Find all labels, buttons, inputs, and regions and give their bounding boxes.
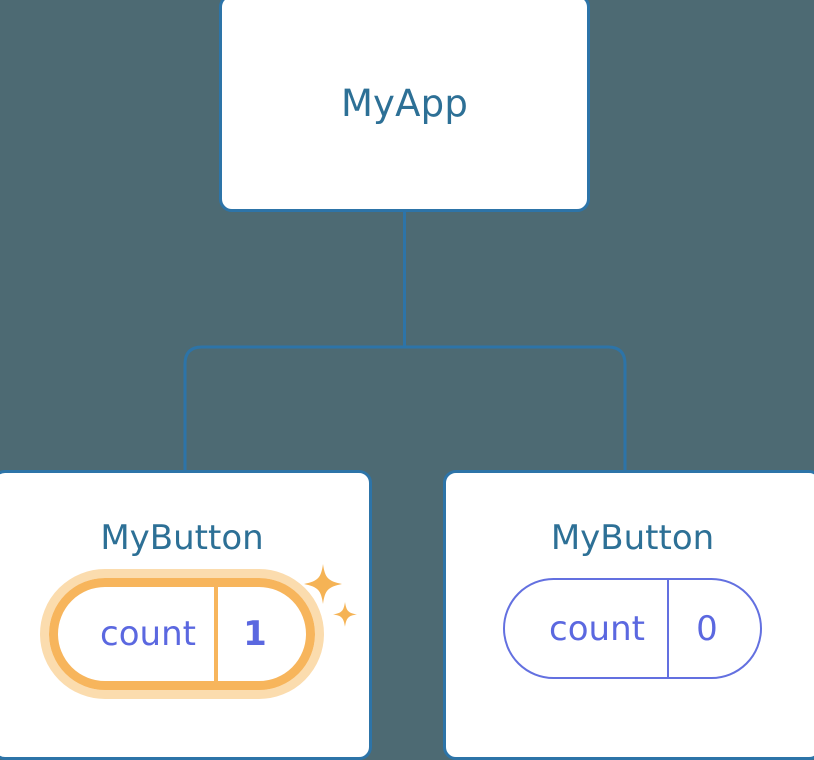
state-pill-wrapper: count 1 xyxy=(0,564,369,699)
node-myapp[interactable]: MyApp xyxy=(219,0,590,212)
node-mybutton-0[interactable]: MyButton count 1 xyxy=(0,470,372,760)
connector-branch-right xyxy=(404,345,627,472)
state-key: count xyxy=(100,614,196,654)
connector-branch-left xyxy=(183,345,405,472)
state-pill-wrapper: count 0 xyxy=(446,578,814,679)
state-pill-highlighted[interactable]: count 1 xyxy=(49,578,315,690)
state-value: 0 xyxy=(666,580,760,677)
state-value: 1 xyxy=(213,587,306,681)
node-title: MyButton xyxy=(100,518,264,558)
node-title: MyButton xyxy=(550,518,715,558)
state-pill[interactable]: count 0 xyxy=(503,578,762,679)
node-mybutton-1[interactable]: MyButton count 0 xyxy=(443,470,814,760)
sparkle-icon-large xyxy=(303,564,342,604)
node-title: MyApp xyxy=(340,81,469,125)
state-key: count xyxy=(549,608,645,649)
sparkle-icon-small xyxy=(332,602,357,627)
